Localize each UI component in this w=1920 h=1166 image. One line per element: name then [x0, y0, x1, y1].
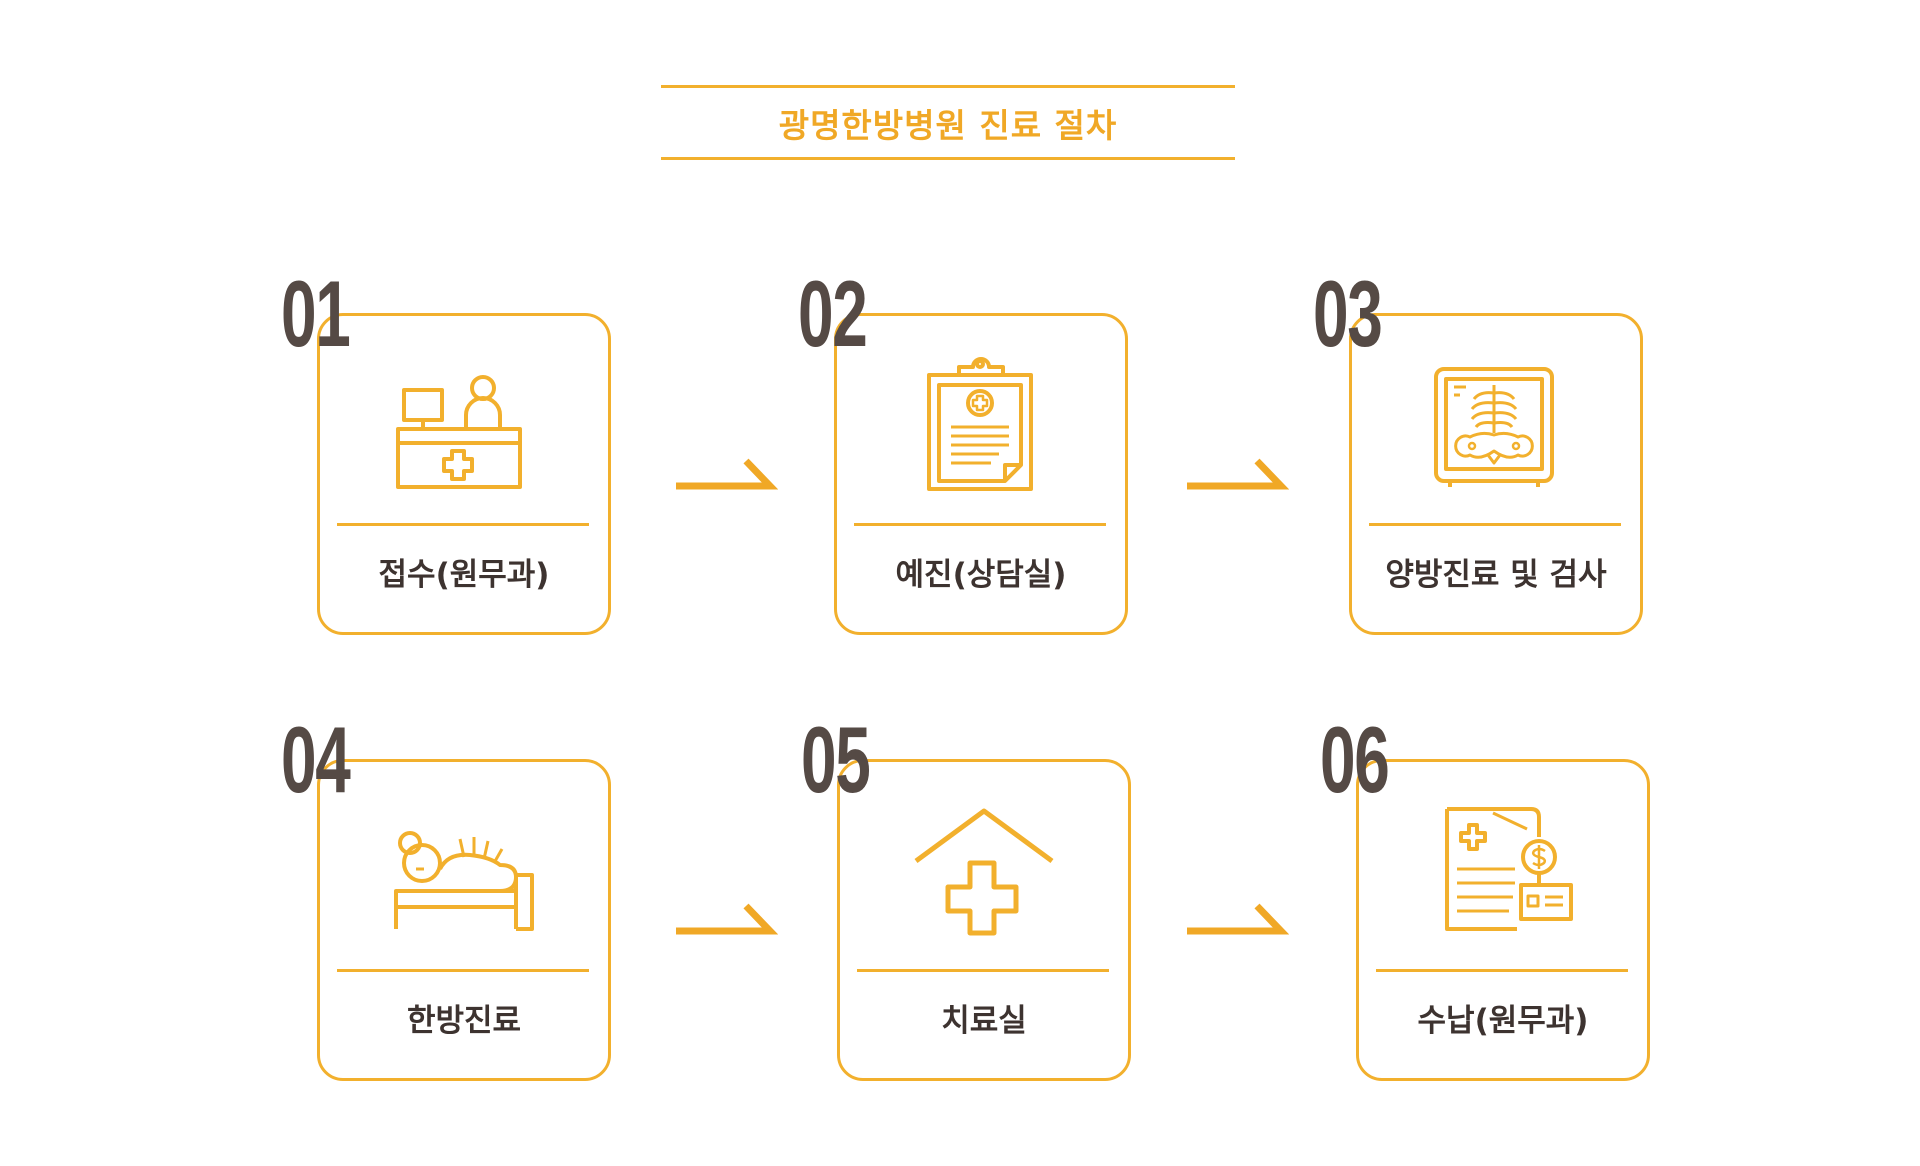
- step-divider: [337, 523, 589, 526]
- step-divider: [1376, 969, 1628, 972]
- step-number: 05: [801, 707, 871, 812]
- hospital-cross-icon: [914, 808, 1054, 936]
- step-number: 04: [281, 707, 351, 812]
- step-divider: [1369, 523, 1621, 526]
- medical-bill-icon: [1445, 807, 1573, 931]
- step-label: 예진(상담실): [895, 557, 1067, 593]
- medical-clipboard-icon: [927, 357, 1033, 491]
- step-label: 치료실: [941, 1003, 1027, 1039]
- step-2: 02 예진(상담실): [798, 267, 1128, 635]
- arrow-right-icon: [676, 903, 778, 935]
- step-number: 01: [281, 261, 351, 366]
- step-card: [317, 759, 611, 1081]
- arrow-right-icon: [676, 458, 778, 490]
- step-number: 06: [1320, 707, 1390, 812]
- step-label: 접수(원무과): [378, 557, 550, 593]
- step-divider: [854, 523, 1106, 526]
- xray-monitor-icon: [1434, 367, 1554, 487]
- step-divider: [857, 969, 1109, 972]
- reception-desk-icon: [396, 375, 522, 489]
- step-card: [1356, 759, 1650, 1081]
- arrow-right-icon: [1187, 903, 1289, 935]
- step-4: 04 한방진료: [281, 713, 611, 1081]
- page-title-frame: 광명한방병원 진료 절차: [661, 85, 1235, 160]
- step-5: 05 치료실: [801, 713, 1131, 1081]
- step-label: 양방진료 및 검사: [1385, 557, 1607, 593]
- arrow-right-icon: [1187, 458, 1289, 490]
- step-6: 06 수납(원무과): [1320, 713, 1650, 1081]
- step-divider: [337, 969, 589, 972]
- step-number: 03: [1313, 261, 1383, 366]
- step-card: [1349, 313, 1643, 635]
- step-1: 01 접수(원무과): [281, 267, 611, 635]
- step-number: 02: [798, 261, 868, 366]
- acupuncture-patient-icon: [394, 831, 534, 931]
- step-3: 03 양방진료 및 검사: [1313, 267, 1643, 635]
- step-label: 한방진료: [406, 1003, 522, 1039]
- page-title: 광명한방병원 진료 절차: [778, 105, 1118, 145]
- step-label: 수납(원무과): [1417, 1003, 1589, 1039]
